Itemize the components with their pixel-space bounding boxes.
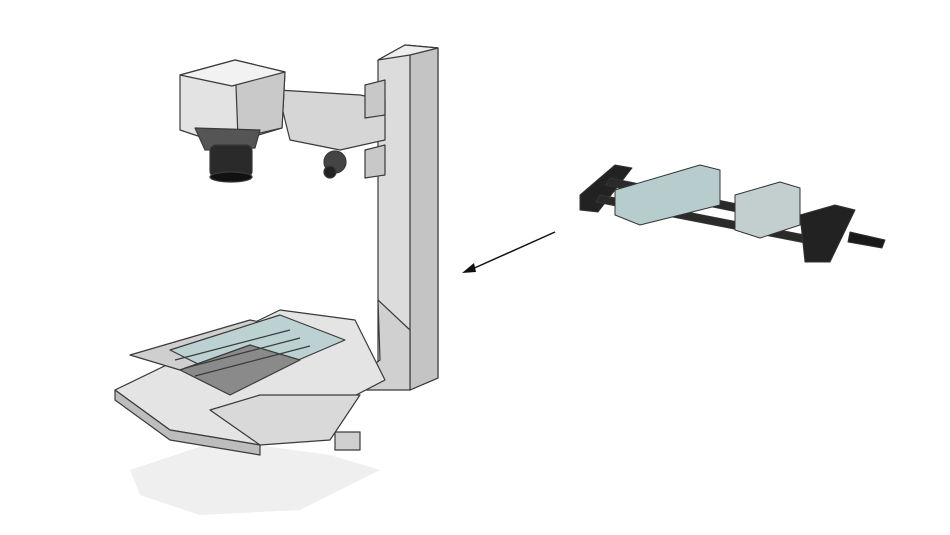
- base-tray: [114, 309, 386, 456]
- floor-shadow: [130, 440, 380, 515]
- slide-rail-assembly: [579, 164, 886, 263]
- camera-arm: [277, 79, 386, 179]
- vertical-column: [339, 44, 439, 391]
- camera-head: [179, 59, 286, 183]
- arrow-pointer: [462, 231, 556, 273]
- copy-stand-assembly: [114, 44, 439, 456]
